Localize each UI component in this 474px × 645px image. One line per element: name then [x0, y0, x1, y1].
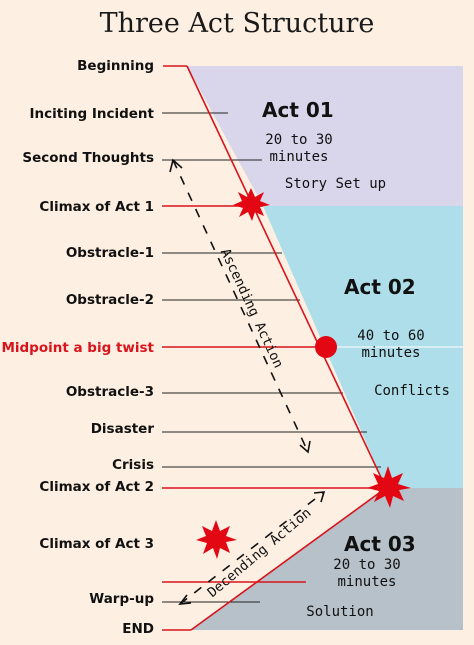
descending-arrowhead-right — [313, 491, 326, 503]
label-climax-act3: Climax of Act 3 — [39, 536, 154, 552]
act3-title: Act 03 — [344, 532, 416, 556]
act2-duration-line2: minutes — [361, 345, 421, 361]
act1-duration: 20 to 30 minutes — [244, 132, 354, 166]
climax1-starburst — [233, 188, 270, 221]
label-obstacle3: Obstracle-3 — [65, 384, 154, 400]
act3-subtitle: Solution — [306, 604, 374, 620]
label-climax-act1: Climax of Act 1 — [39, 199, 154, 215]
ascending-label: Ascending Action — [217, 246, 286, 371]
midpoint-dot — [315, 336, 337, 358]
act3-duration: 20 to 30 minutes — [312, 557, 422, 591]
act1-region — [187, 66, 463, 206]
diagram-title: Three Act Structure — [99, 8, 375, 39]
ascending-arrowhead-bottom — [299, 440, 311, 454]
label-crisis: Crisis — [112, 457, 154, 473]
act1-subtitle: Story Set up — [284, 176, 387, 192]
label-beginning: Beginning — [77, 58, 154, 74]
act3-region — [191, 488, 463, 630]
label-warp-up: Warp-up — [89, 591, 154, 607]
label-second-thoughts: Second Thoughts — [22, 150, 154, 166]
act1-duration-line2: minutes — [269, 149, 329, 165]
act3-duration-line2: minutes — [337, 574, 397, 590]
act2-duration: 40 to 60 minutes — [336, 328, 446, 362]
act1-duration-line1: 20 to 30 — [265, 132, 333, 148]
act2-title: Act 02 — [344, 275, 416, 299]
climax3-starburst — [196, 520, 237, 559]
act2-subtitle: Conflicts — [374, 383, 450, 399]
descending-arrowhead-left — [178, 594, 192, 605]
act2-duration-line1: 40 to 60 — [357, 328, 425, 344]
label-disaster: Disaster — [90, 421, 154, 437]
label-inciting-incident: Inciting Incident — [29, 106, 154, 122]
label-obstacle1: Obstracle-1 — [65, 245, 154, 261]
climax2-starburst — [367, 466, 411, 508]
descending-arrow — [179, 491, 325, 605]
label-midpoint: Midpoint a big twist — [1, 340, 154, 356]
label-obstacle2: Obstracle-2 — [65, 292, 154, 308]
ascending-arrowhead-top — [169, 158, 183, 173]
act3-duration-line1: 20 to 30 — [333, 557, 401, 573]
act1-title: Act 01 — [262, 98, 334, 122]
label-end: END — [122, 621, 154, 637]
label-climax-act2: Climax of Act 2 — [39, 479, 154, 495]
